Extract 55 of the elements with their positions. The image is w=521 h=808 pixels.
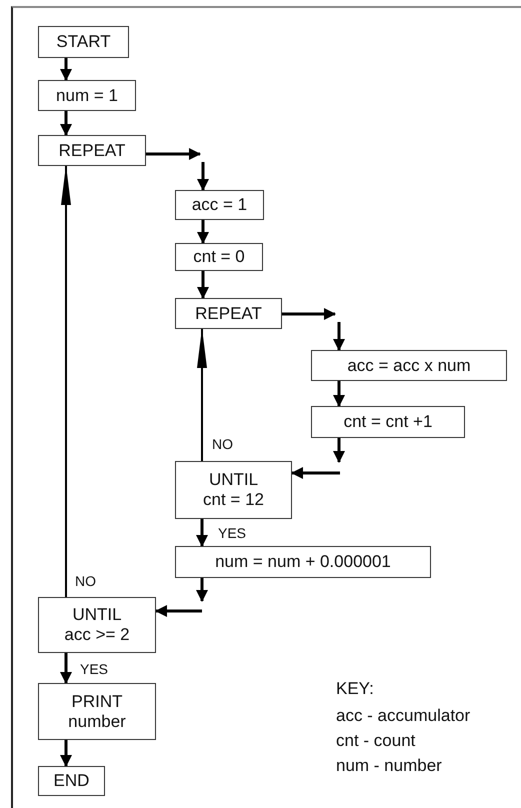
edge-label: NO: [212, 437, 233, 452]
process-box: [38, 135, 146, 166]
box-text: PRINT: [72, 692, 122, 712]
arrow: [155, 605, 202, 617]
process-box: [311, 406, 465, 438]
arrow: [333, 438, 345, 463]
arrow: [60, 740, 72, 767]
arrow: [197, 220, 209, 244]
box-text: START: [56, 32, 111, 52]
box-text: num = 1: [56, 86, 118, 106]
box-text: cnt = cnt +1: [344, 412, 432, 432]
arrow: [291, 467, 340, 479]
box-text: acc >= 2: [64, 625, 130, 645]
process-box: [311, 350, 507, 381]
edge-label: YES: [80, 662, 108, 677]
box-text: UNTIL: [208, 470, 258, 490]
process-box: [38, 683, 156, 740]
key-entry: acc - accumulator: [336, 706, 470, 726]
key-entry: cnt - count: [336, 731, 416, 751]
arrow: [61, 165, 71, 597]
box-text: acc = acc x num: [347, 356, 471, 376]
process-box: [38, 597, 156, 653]
box-text: num = num + 0.000001: [215, 552, 391, 572]
arrow: [333, 322, 345, 351]
box-text: END: [54, 771, 90, 791]
process-box: [175, 546, 431, 578]
arrow: [197, 271, 209, 299]
process-box: [175, 243, 263, 271]
key-entry: num - number: [336, 756, 442, 776]
box-text: UNTIL: [72, 605, 122, 625]
box-text: cnt = 0: [193, 247, 245, 267]
process-box: [38, 766, 105, 796]
arrow: [60, 58, 72, 81]
process-box: [38, 80, 136, 111]
edge-label: YES: [218, 526, 246, 541]
edge-label: NO: [75, 574, 96, 589]
arrow: [196, 519, 208, 547]
process-box: [175, 190, 264, 220]
process-box: [175, 461, 292, 519]
box-text: cnt = 12: [203, 490, 264, 510]
box-text: REPEAT: [195, 304, 262, 324]
key-heading: KEY:: [336, 679, 374, 699]
arrow: [60, 653, 72, 684]
arrow: [60, 111, 72, 136]
arrow: [146, 148, 201, 160]
arrow: [282, 308, 336, 320]
arrow: [333, 381, 345, 407]
box-text: number: [68, 712, 126, 732]
arrow: [197, 162, 209, 191]
box-text: acc = 1: [192, 195, 248, 215]
arrow: [196, 578, 208, 602]
box-text: REPEAT: [58, 140, 126, 160]
process-box: [175, 298, 282, 329]
process-box: [38, 26, 129, 58]
arrow: [197, 328, 207, 461]
